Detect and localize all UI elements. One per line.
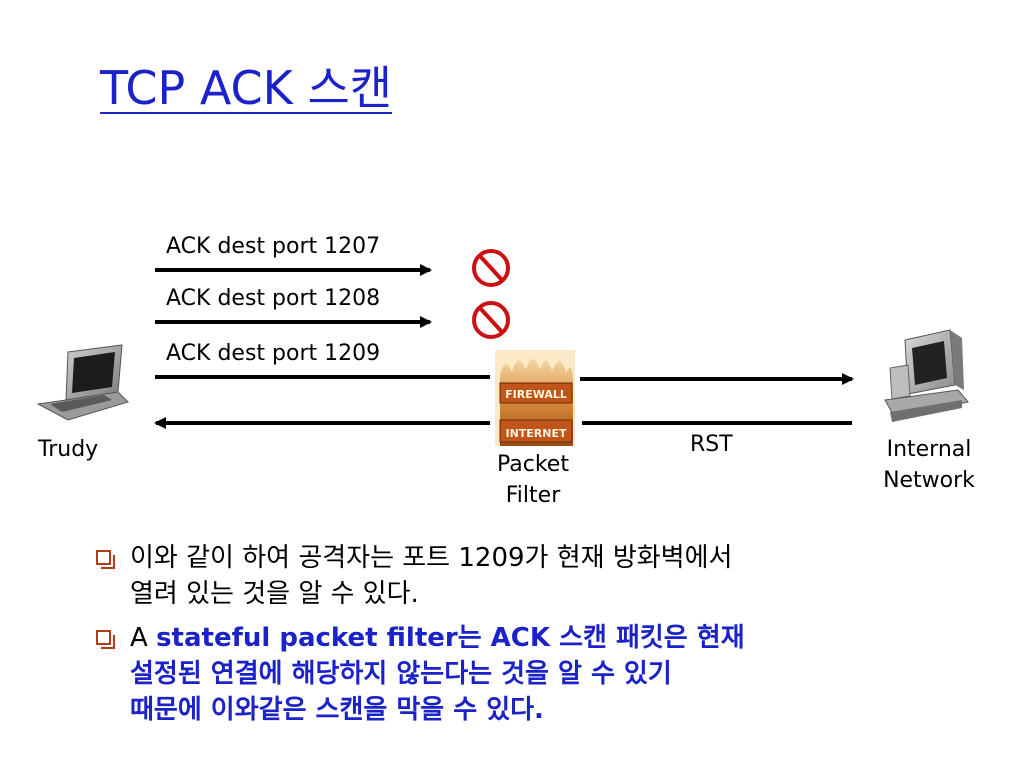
rst-label: RST — [690, 432, 733, 457]
blocked-icon — [472, 249, 510, 287]
bullet-2-prefix: A — [130, 623, 157, 653]
bullet-2-emphasis: stateful packet filter는 ACK 스캔 패킷은 현재 — [156, 623, 745, 653]
firewall-icon: FIREWALL INTERNET — [495, 350, 575, 446]
firewall-text-bottom: INTERNET — [505, 427, 567, 440]
bullet-1-line1: 이와 같이 하여 공격자는 포트 1209가 현재 방화벽에서 — [130, 543, 733, 573]
bullet-2-line3: 때문에 이와같은 스캔을 막을 수 있다. — [130, 695, 544, 725]
blocked-icon — [472, 301, 510, 339]
laptop-icon — [36, 344, 129, 421]
bullet-item: A stateful packet filter는 ACK 스캔 패킷은 현재 … — [96, 620, 976, 728]
arrow-label-1207: ACK dest port 1207 — [166, 234, 381, 259]
packet-filter-line1: Packet — [497, 452, 569, 477]
arrow-label-1209: ACK dest port 1209 — [166, 341, 381, 366]
bullet-item: 이와 같이 하여 공격자는 포트 1209가 현재 방화벽에서 열려 있는 것을… — [96, 540, 976, 612]
bullet-2-line1: A stateful packet filter는 ACK 스캔 패킷은 현재 — [130, 620, 976, 656]
checkbox-bullet-icon — [96, 550, 115, 569]
bullet-1-line2: 열려 있는 것을 알 수 있다. — [130, 579, 419, 609]
internal-network-line1: Internal — [886, 437, 972, 462]
bullet-2-line2: 설정된 연결에 해당하지 않는다는 것을 알 수 있기 — [130, 659, 672, 689]
checkbox-bullet-icon — [96, 630, 115, 649]
arrow-label-1208: ACK dest port 1208 — [166, 286, 381, 311]
internal-network-label: Internal Network — [866, 434, 992, 496]
packet-filter-label: Packet Filter — [478, 449, 588, 511]
attacker-label: Trudy — [38, 437, 99, 462]
bullet-list: 이와 같이 하여 공격자는 포트 1209가 현재 방화벽에서 열려 있는 것을… — [96, 540, 976, 736]
desktop-computer-icon — [884, 329, 969, 422]
page-title: TCP ACK 스캔 — [100, 61, 393, 115]
packet-filter-line2: Filter — [505, 483, 561, 508]
firewall-text-top: FIREWALL — [505, 388, 567, 401]
internal-network-line2: Network — [883, 468, 975, 493]
